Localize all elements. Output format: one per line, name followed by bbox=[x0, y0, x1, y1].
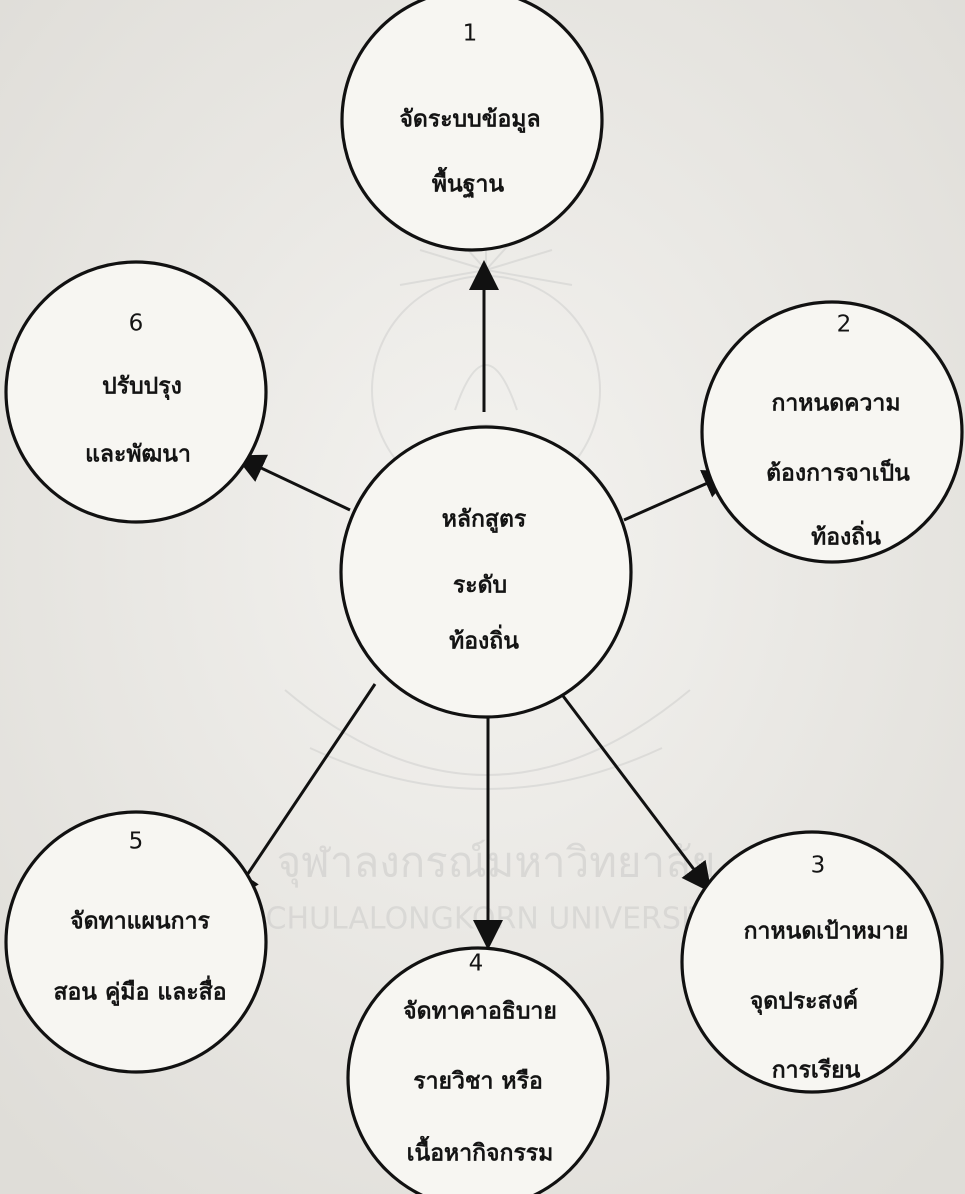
watermark-english-text: CHULALONGKORN UNIVERSITY bbox=[266, 902, 728, 937]
node-3: 3 กาหนดเป้าหมาย จุดประสงค์ การเรียน bbox=[680, 830, 944, 1094]
node-2-number: 2 bbox=[837, 312, 852, 338]
node-3-line-2: จุดประสงค์ bbox=[750, 988, 858, 1016]
center-node-circle bbox=[339, 425, 633, 719]
watermark-thai-text: จุฬาลงกรณ์มหาวิทยาลัย bbox=[277, 838, 716, 889]
node-4: 4 จัดทาคาอธิบาย รายวิชา หรือ เนื้อหากิจก… bbox=[346, 946, 610, 1194]
arrow-to-node-6 bbox=[234, 454, 351, 512]
node-5-number: 5 bbox=[129, 829, 144, 855]
node-3-circle bbox=[680, 830, 944, 1094]
node-5-line-2: สอน คู่มือ และสื่อ bbox=[53, 975, 226, 1007]
node-2: 2 กาหนดความ ต้องการจาเป็น ท้องถิ่น bbox=[700, 300, 964, 564]
node-3-number: 3 bbox=[811, 853, 826, 879]
node-3-line-3: การเรียน bbox=[772, 1058, 861, 1084]
node-1-line-1: จัดระบบข้อมูล bbox=[399, 107, 540, 134]
node-6-circle bbox=[4, 260, 268, 524]
node-5-circle bbox=[4, 810, 268, 1074]
arrow-to-node-5 bbox=[229, 683, 377, 901]
center-node: หลักสูตร ระดับ ท้องถิ่น bbox=[339, 425, 633, 719]
node-1-circle bbox=[340, 0, 604, 252]
arrow-to-node-3 bbox=[552, 683, 712, 893]
node-6-line-1: ปรับปรุง bbox=[102, 374, 182, 401]
arrows bbox=[229, 260, 734, 950]
node-4-line-1: จัดทาคาอธิบาย bbox=[403, 999, 557, 1025]
node-6-line-2: และพัฒนา bbox=[85, 442, 191, 468]
node-6-number: 6 bbox=[129, 311, 144, 337]
node-5: 5 จัดทาแผนการ สอน คู่มือ และสื่อ bbox=[4, 810, 268, 1074]
node-4-line-3: เนื้อหากิจกรรม bbox=[407, 1136, 554, 1167]
node-4-line-2: รายวิชา หรือ bbox=[413, 1069, 543, 1095]
node-2-line-3: ท้องถิ่น bbox=[811, 520, 881, 551]
center-node-line-2: ระดับ bbox=[453, 573, 507, 599]
node-2-circle bbox=[700, 300, 964, 564]
center-node-line-1: หลักสูตร bbox=[442, 507, 527, 534]
center-node-line-3: ท้องถิ่น bbox=[449, 624, 519, 655]
node-1: 1 จัดระบบข้อมูล พื้นฐาน bbox=[340, 0, 604, 252]
node-5-line-1: จัดทาแผนการ bbox=[70, 909, 210, 935]
node-4-circle bbox=[346, 946, 610, 1194]
node-4-number: 4 bbox=[469, 951, 484, 977]
node-2-line-1: กาหนดความ bbox=[771, 391, 900, 417]
node-1-line-2: พื้นฐาน bbox=[432, 167, 504, 199]
node-2-line-2: ต้องการจาเป็น bbox=[766, 458, 910, 487]
node-3-line-1: กาหนดเป้าหมาย bbox=[744, 919, 909, 945]
node-1-number: 1 bbox=[463, 21, 478, 47]
node-6: 6 ปรับปรุง และพัฒนา bbox=[4, 260, 268, 524]
